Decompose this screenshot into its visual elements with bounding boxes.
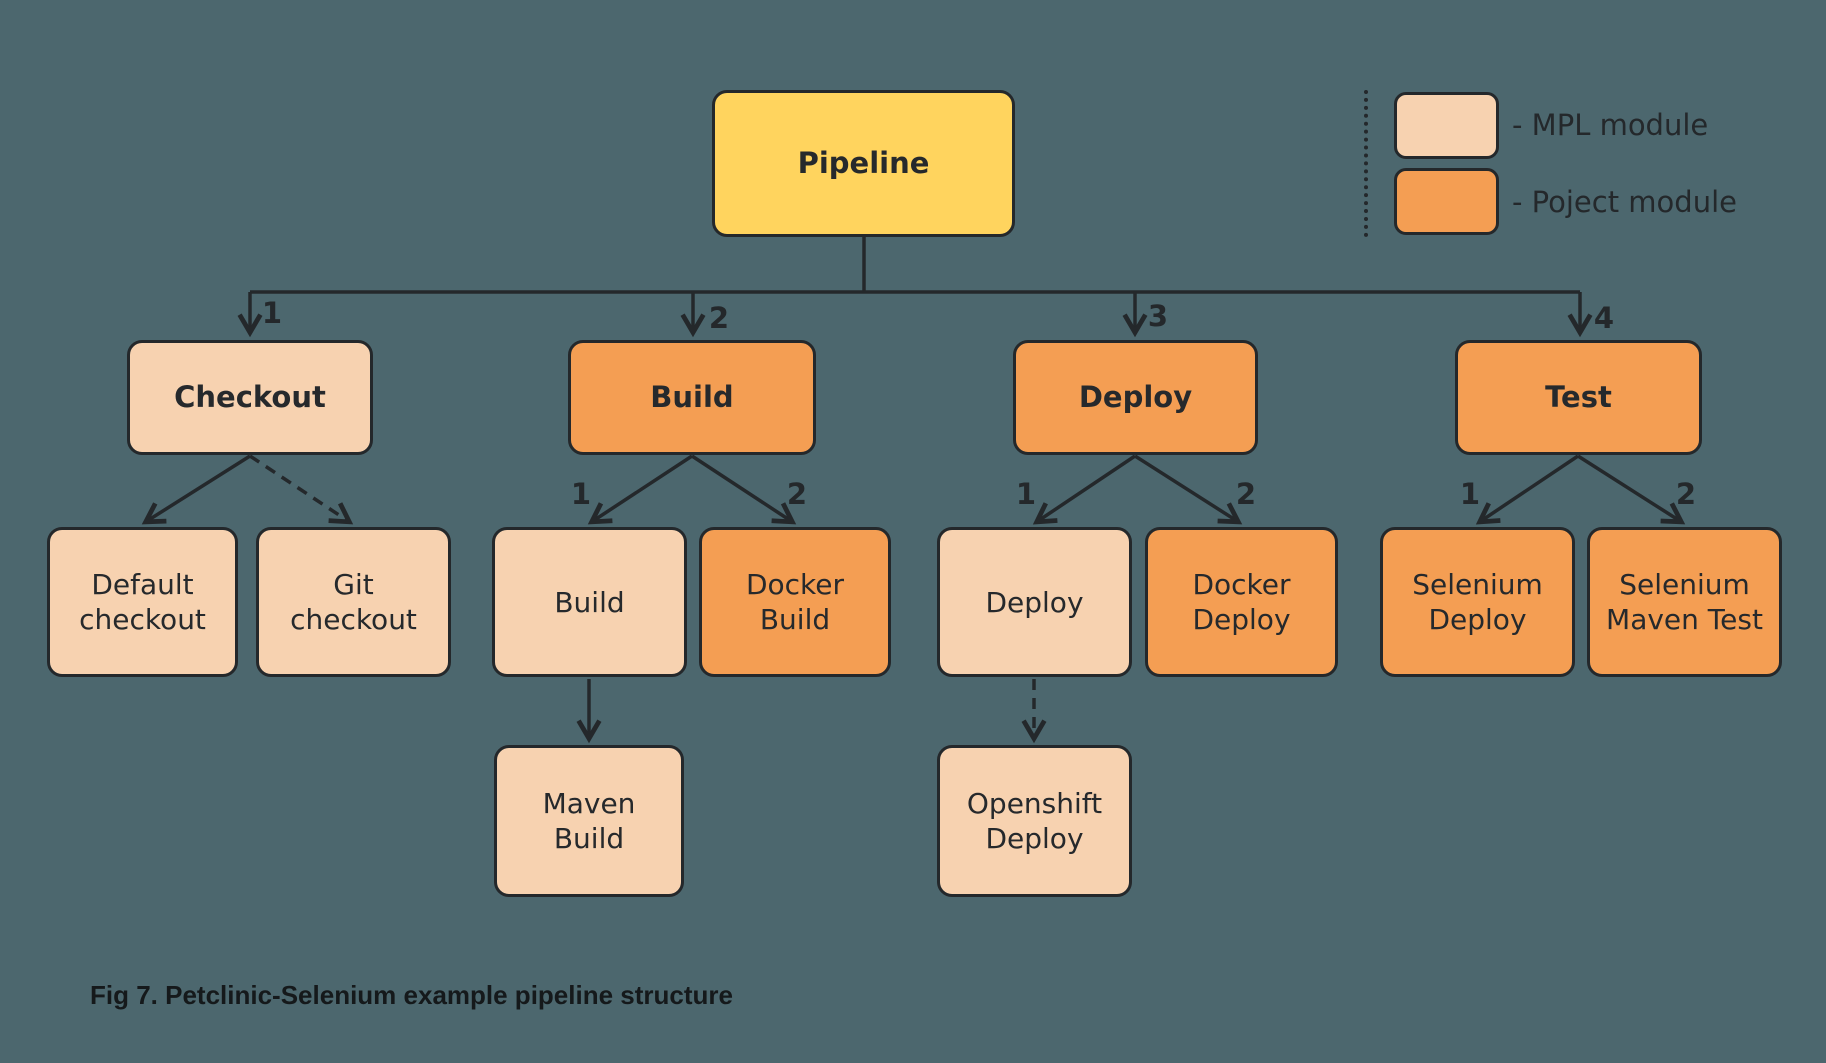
- edge-number-checkout: 1: [261, 296, 283, 330]
- edge-number-build: 2: [708, 301, 730, 335]
- node-docker-build: Docker Build: [699, 527, 891, 677]
- legend-label-project: - Poject module: [1512, 185, 1737, 219]
- edge-test-selenium-deploy: [1475, 454, 1579, 525]
- mpl-module-swatch: [1394, 92, 1499, 159]
- figure-caption: Fig 7. Petclinic-Selenium example pipeli…: [90, 980, 733, 1010]
- node-checkout-stage: Checkout: [127, 340, 373, 455]
- edge-number-test-1: 1: [1459, 477, 1481, 511]
- node-build-module: Build: [492, 527, 687, 677]
- edge-number-test-2: 2: [1675, 477, 1697, 511]
- project-module-swatch: [1394, 168, 1499, 235]
- node-test-stage: Test: [1455, 340, 1702, 455]
- node-git-checkout: Git checkout: [256, 527, 451, 677]
- edge-build-build: [587, 454, 693, 525]
- edge-deploy-deploy: [1032, 454, 1136, 525]
- node-build-stage: Build: [568, 340, 816, 455]
- legend-label-mpl: - MPL module: [1512, 108, 1709, 142]
- node-deploy-module: Deploy: [937, 527, 1132, 677]
- edge-number-test: 4: [1593, 301, 1615, 335]
- node-selenium-maven-test: Selenium Maven Test: [1587, 527, 1782, 677]
- node-maven-build: Maven Build: [494, 745, 684, 897]
- edge-number-deploy-1: 1: [1015, 477, 1037, 511]
- edge-number-deploy: 3: [1147, 299, 1169, 333]
- edge-number-deploy-2: 2: [1235, 477, 1257, 511]
- node-openshift-deploy: Openshift Deploy: [937, 745, 1132, 897]
- node-docker-deploy: Docker Deploy: [1145, 527, 1338, 677]
- edge-number-build-1: 1: [570, 477, 592, 511]
- node-selenium-deploy: Selenium Deploy: [1380, 527, 1575, 677]
- legend-divider-dotted-line: [1364, 90, 1368, 237]
- node-deploy-stage: Deploy: [1013, 340, 1258, 455]
- node-pipeline: Pipeline: [712, 90, 1015, 237]
- node-default-checkout: Default checkout: [47, 527, 238, 677]
- edge-build-docker: [691, 454, 797, 525]
- edge-deploy-docker: [1134, 454, 1243, 525]
- edge-checkout-git: [249, 454, 354, 525]
- edge-checkout-default: [141, 454, 251, 525]
- edge-test-selenium-maven: [1577, 454, 1686, 525]
- edge-number-build-2: 2: [786, 477, 808, 511]
